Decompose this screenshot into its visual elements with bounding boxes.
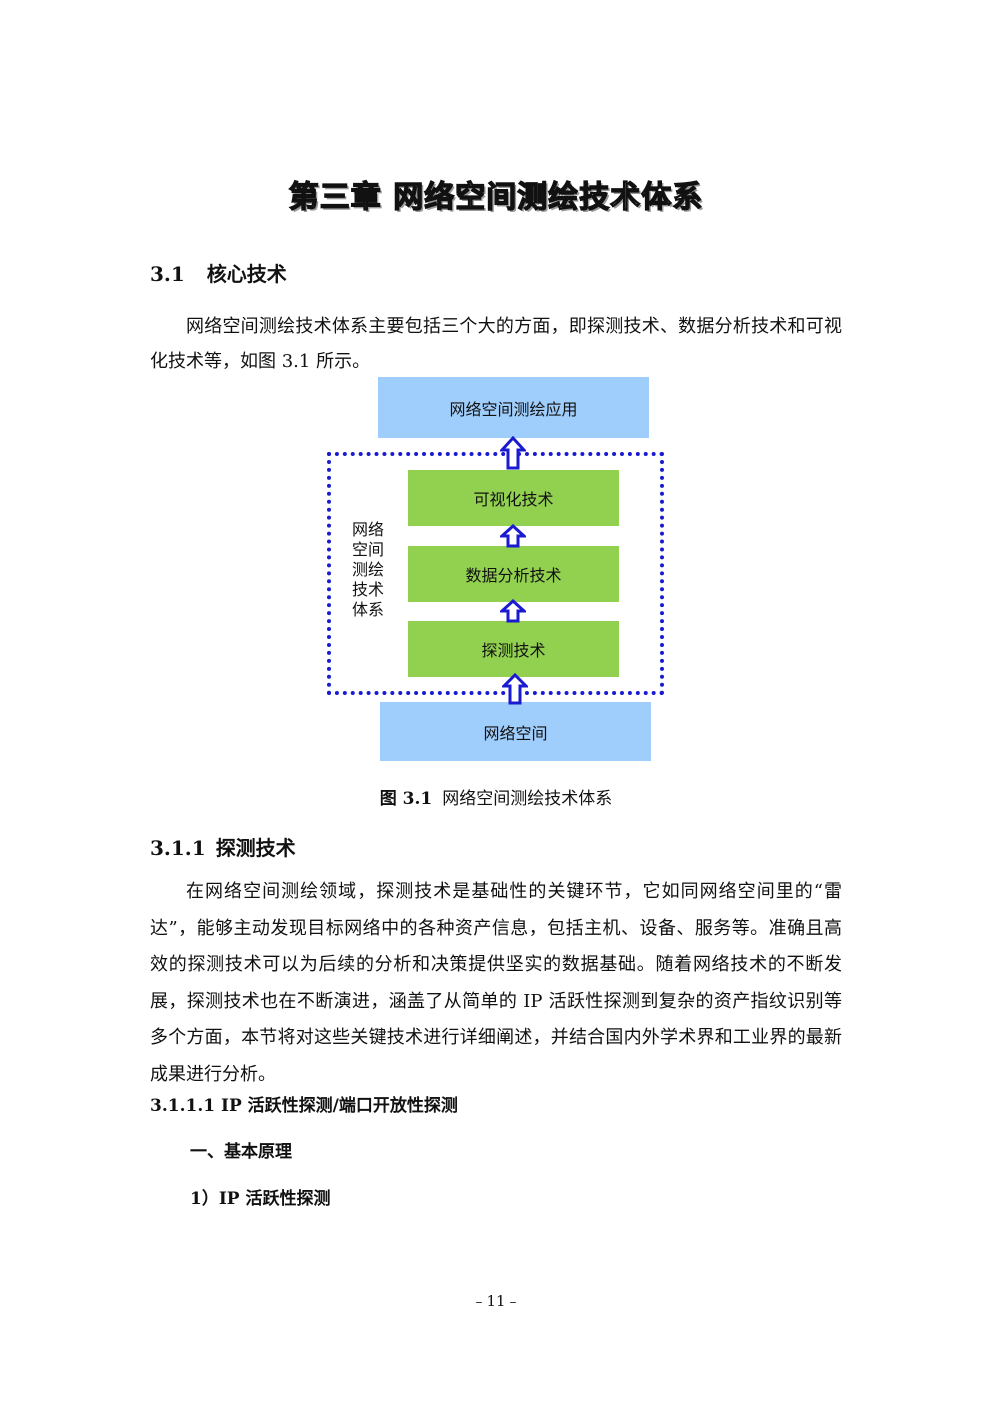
section-title: 核心技术 bbox=[206, 262, 287, 286]
chapter-title: 第三章 网络空间测绘技术体系 bbox=[288, 179, 704, 215]
up-arrow-icon bbox=[500, 524, 526, 548]
heading-basic-principle: 一、基本原理 bbox=[190, 1142, 292, 1162]
top-box-application: 网络空间测绘应用 bbox=[378, 377, 649, 438]
up-arrow-icon bbox=[502, 673, 528, 705]
section-title: 探测技术 bbox=[215, 836, 296, 860]
dashed-frame bbox=[327, 452, 664, 695]
intro-paragraph: 网络空间测绘技术体系主要包括三个大的方面，即探测技术、数据分析技术和可视化技术等… bbox=[150, 316, 842, 372]
section-heading-3-1-1: 3.1.1 探测技术 bbox=[150, 832, 296, 861]
section-number: 3.1.1 bbox=[150, 836, 206, 860]
section-heading-3-1: 3.1 核心技术 bbox=[150, 258, 287, 287]
heading-ip-liveness: 1）IP 活跃性探测 bbox=[190, 1189, 331, 1209]
layer-visualization: 可视化技术 bbox=[408, 470, 619, 526]
layer-data-analysis: 数据分析技术 bbox=[408, 546, 619, 602]
section-number: 3.1 bbox=[150, 262, 185, 286]
detection-paragraph: 在网络空间测绘领域，探测技术是基础性的关键环节，它如同网络空间里的“雷达”，能够… bbox=[150, 881, 842, 1085]
page-number: ﹣11﹣ bbox=[471, 1292, 521, 1310]
bottom-box-cyberspace: 网络空间 bbox=[380, 702, 651, 761]
figure-caption: 图 3.1 网络空间测绘技术体系 bbox=[0, 784, 992, 809]
up-arrow-icon bbox=[500, 436, 526, 470]
layer-detection: 探测技术 bbox=[408, 621, 619, 677]
subsection-heading-3-1-1-1: 3.1.1.1 IP 活跃性探测/端口开放性探测 bbox=[150, 1096, 458, 1116]
up-arrow-icon bbox=[500, 599, 526, 623]
caption-number: 图 3.1 bbox=[379, 789, 433, 809]
side-label: 网络 空间 测绘 技术 体系 bbox=[351, 520, 384, 619]
caption-text: 网络空间测绘技术体系 bbox=[442, 789, 613, 809]
